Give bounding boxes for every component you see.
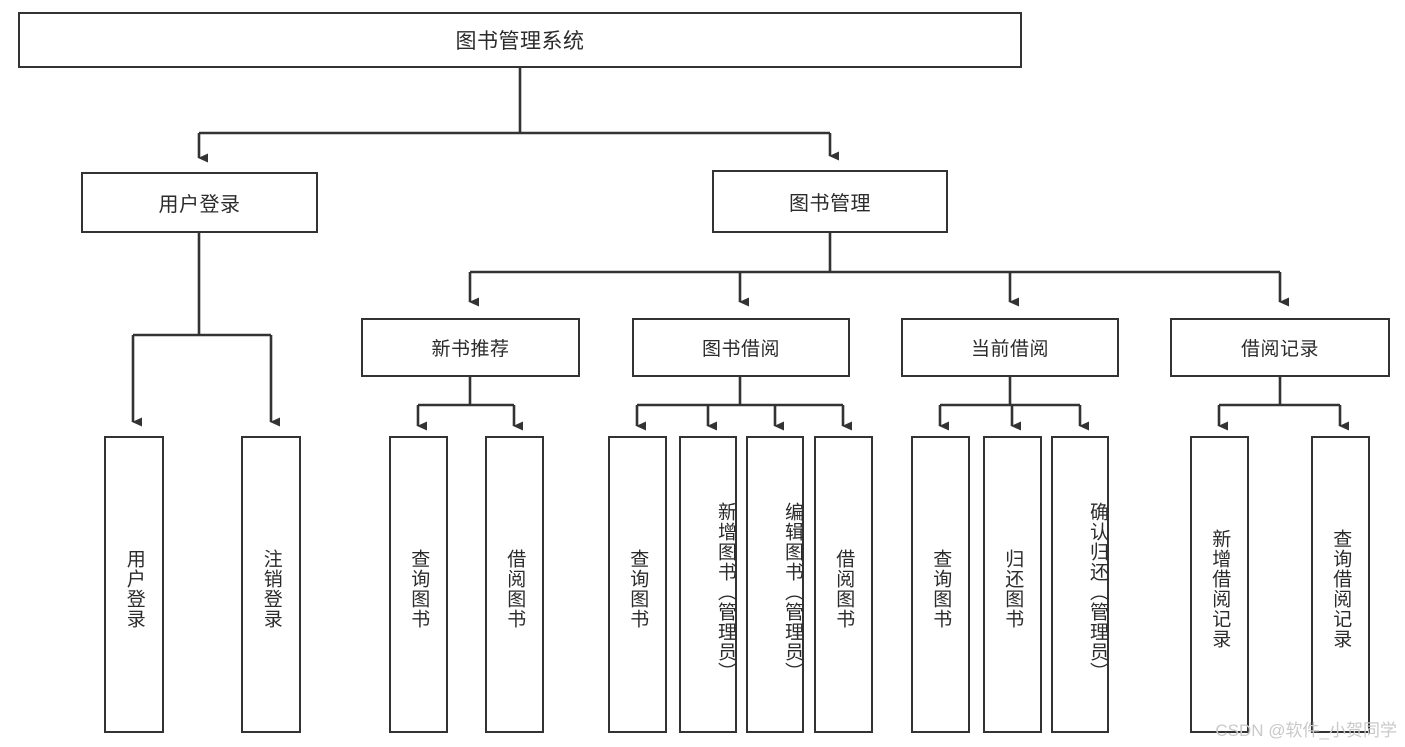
leaf-add-borrow-record-label: 新增借阅记录 bbox=[1209, 528, 1231, 649]
node-new-book-recommend-label: 新书推荐 bbox=[431, 339, 510, 360]
node-root-label: 图书管理系统 bbox=[455, 30, 585, 53]
watermark: CSDN @软件_小贺同学 bbox=[1215, 721, 1397, 740]
leaf-user-login-label: 用户登录 bbox=[123, 548, 145, 629]
leaf-add-borrow-record[interactable]: 新增借阅记录 bbox=[1190, 436, 1249, 733]
leaf-borrow-book-recommend[interactable]: 借阅图书 bbox=[485, 436, 544, 733]
leaf-borrow-book-label: 借阅图书 bbox=[833, 548, 855, 629]
leaf-confirm-return-admin-label: 确认归还（管理员） bbox=[1087, 501, 1108, 682]
node-borrow-record-label: 借阅记录 bbox=[1240, 339, 1319, 360]
leaf-return-book-label: 归还图书 bbox=[1002, 548, 1024, 629]
node-user-login[interactable]: 用户登录 bbox=[81, 172, 318, 233]
node-current-borrow-label: 当前借阅 bbox=[970, 339, 1049, 360]
leaf-borrow-book[interactable]: 借阅图书 bbox=[814, 436, 873, 733]
leaf-confirm-return-admin[interactable]: 确认归还（管理员） bbox=[1051, 436, 1109, 733]
node-new-book-recommend[interactable]: 新书推荐 bbox=[361, 318, 580, 377]
leaf-user-login[interactable]: 用户登录 bbox=[104, 436, 164, 733]
node-current-borrow[interactable]: 当前借阅 bbox=[901, 318, 1119, 377]
leaf-edit-book-admin[interactable]: 编辑图书（管理员） bbox=[746, 436, 804, 733]
leaf-query-book-current-label: 查询图书 bbox=[930, 548, 952, 629]
leaf-query-book-borrow-label: 查询图书 bbox=[627, 548, 649, 629]
node-borrow-record[interactable]: 借阅记录 bbox=[1170, 318, 1390, 377]
node-book-management[interactable]: 图书管理 bbox=[712, 170, 948, 233]
leaf-query-book-recommend-label: 查询图书 bbox=[408, 548, 430, 629]
node-book-borrow-label: 图书借阅 bbox=[701, 339, 780, 360]
leaf-edit-book-admin-label: 编辑图书（管理员） bbox=[782, 501, 803, 682]
node-root[interactable]: 图书管理系统 bbox=[18, 12, 1022, 68]
node-book-borrow[interactable]: 图书借阅 bbox=[632, 318, 850, 377]
leaf-add-book-admin[interactable]: 新增图书（管理员） bbox=[679, 436, 737, 733]
leaf-add-book-admin-label: 新增图书（管理员） bbox=[715, 501, 736, 682]
leaf-query-book-borrow[interactable]: 查询图书 bbox=[608, 436, 667, 733]
leaf-return-book[interactable]: 归还图书 bbox=[983, 436, 1042, 733]
leaf-query-book-current[interactable]: 查询图书 bbox=[911, 436, 970, 733]
node-user-login-label: 用户登录 bbox=[158, 194, 241, 216]
leaf-query-book-recommend[interactable]: 查询图书 bbox=[389, 436, 448, 733]
leaf-borrow-book-recommend-label: 借阅图书 bbox=[504, 548, 526, 629]
node-book-management-label: 图书管理 bbox=[789, 193, 871, 215]
leaf-logout[interactable]: 注销登录 bbox=[241, 436, 301, 733]
leaf-query-borrow-record-label: 查询借阅记录 bbox=[1330, 528, 1352, 649]
leaf-logout-label: 注销登录 bbox=[260, 548, 282, 629]
leaf-query-borrow-record[interactable]: 查询借阅记录 bbox=[1311, 436, 1370, 733]
